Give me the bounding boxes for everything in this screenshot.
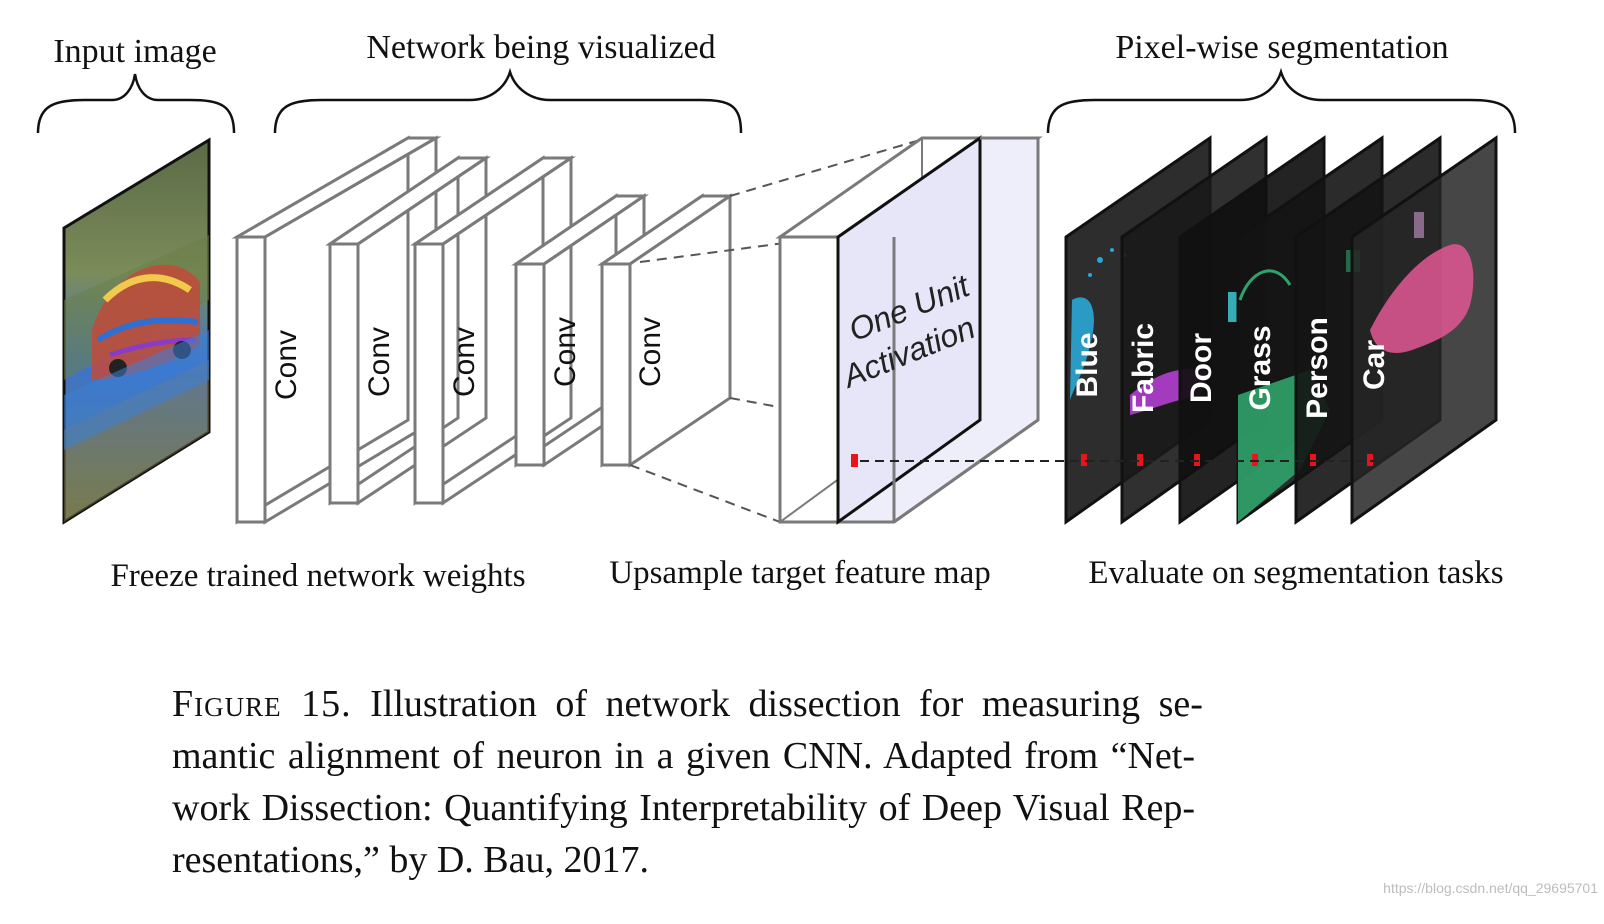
brace-segmentation [1046, 67, 1517, 134]
caption-line-1: Figure 15. Illustration of network disse… [172, 678, 1412, 730]
conv-label: Conv [549, 317, 582, 387]
freeze-label: Freeze trained network weights [110, 558, 525, 594]
conv-layer: Conv [325, 155, 491, 506]
seg-layer-car: Car [1350, 135, 1498, 525]
conv-label: Conv [270, 330, 303, 400]
caption-line-3: work Dissection: Quantifying Interpretab… [172, 787, 1196, 829]
watermark: https://blog.csdn.net/qq_29695701 [1383, 880, 1598, 896]
evaluate-label: Evaluate on segmentation tasks [1088, 555, 1503, 591]
conv-layer: Conv [410, 155, 576, 506]
input-image-label: Input image [53, 33, 216, 70]
brace-input [36, 73, 236, 134]
caption-text-1: Illustration of network dissection for m… [370, 683, 1203, 725]
segmentation-stack: Blue Fabric Door Grass Person [1064, 135, 1498, 525]
seg-label: Grass [1244, 325, 1277, 410]
seg-label: Door [1185, 333, 1218, 403]
network-label: Network being visualized [366, 29, 715, 66]
conv-label: Conv [634, 317, 667, 387]
conv-label: Conv [448, 327, 481, 397]
input-image [62, 137, 211, 525]
seg-label: Person [1301, 317, 1334, 419]
seg-label: Car [1358, 340, 1391, 390]
seg-label: Fabric [1127, 323, 1160, 413]
brace-network [273, 67, 743, 134]
conv-layer: Conv [597, 193, 735, 468]
figure-number: Figure 15. [172, 683, 352, 725]
feature-map-box: One Unit Activation [775, 135, 1043, 525]
conv-label: Conv [363, 327, 396, 397]
upsample-label: Upsample target feature map [609, 555, 990, 591]
caption-line-2: mantic alignment of neuron in a given CN… [172, 735, 1196, 777]
activation-marker [851, 454, 858, 467]
caption-line-4: resentations,” by D. Bau, 2017. [172, 839, 650, 881]
pixel-seg-label: Pixel-wise segmentation [1115, 29, 1448, 66]
figure-caption: Figure 15. Illustration of network disse… [172, 678, 1412, 886]
seg-label: Blue [1071, 332, 1104, 397]
